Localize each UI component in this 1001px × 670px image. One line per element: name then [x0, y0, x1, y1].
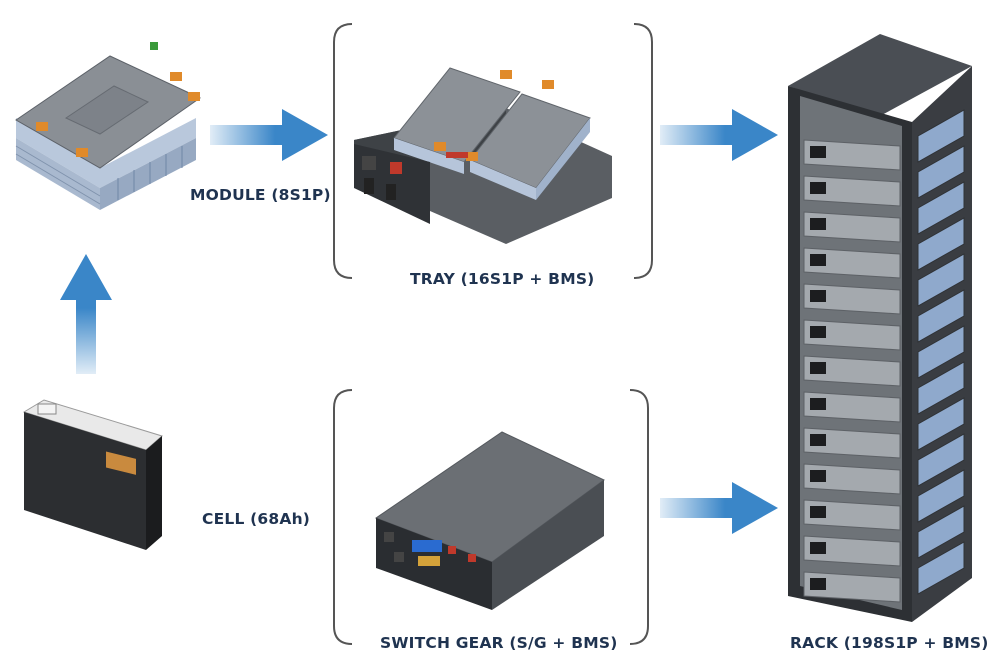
- module-image: [10, 38, 208, 216]
- arrow-up-cell-to-module: [56, 250, 116, 375]
- rack-image: [782, 30, 978, 626]
- switch-gear-bracket: [330, 386, 656, 648]
- switch-gear-image: [372, 428, 612, 613]
- arrow-right-switch-gear-to-rack: [660, 478, 780, 538]
- rack-label: RACK (198S1P + BMS): [790, 634, 989, 652]
- cell-image: [20, 396, 170, 554]
- cell-label: CELL (68Ah): [202, 510, 311, 528]
- switch-gear-label: SWITCH GEAR (S/G + BMS): [380, 634, 618, 652]
- tray-bracket: [330, 20, 660, 282]
- tray-label: TRAY (16S1P + BMS): [410, 270, 595, 288]
- arrow-right-module-to-tray: [210, 105, 330, 165]
- module-label: MODULE (8S1P): [190, 186, 331, 204]
- arrow-right-tray-to-rack: [660, 105, 780, 165]
- tray-image: [350, 48, 620, 248]
